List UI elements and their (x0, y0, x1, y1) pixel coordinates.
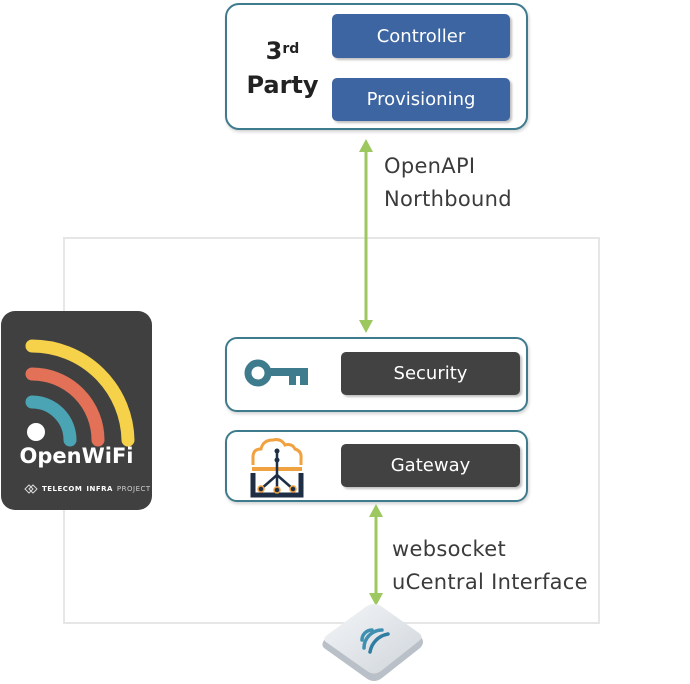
cloud-gateway-icon (250, 438, 304, 498)
gateway-button[interactable]: Gateway (341, 444, 520, 487)
security-button[interactable]: Security (341, 352, 520, 395)
northbound-label: OpenAPI Northbound (384, 150, 512, 216)
third-party-label: 3rd Party (240, 34, 325, 102)
northbound-arrow (359, 139, 373, 333)
access-point-icon (322, 604, 423, 681)
northbound-line2: Northbound (384, 187, 512, 211)
southbound-line1: websocket (392, 537, 507, 561)
southbound-line2: uCentral Interface (392, 570, 588, 594)
third-party-word: Party (246, 71, 319, 99)
tip-logo-icon (24, 484, 38, 494)
openwifi-name: OpenWiFi (19, 444, 134, 468)
southbound-arrow (369, 504, 383, 606)
third-party-suffix: rd (282, 41, 300, 57)
wifi-signal-icon (25, 339, 135, 447)
tip-word2: INFRA (86, 485, 113, 493)
key-icon (244, 359, 308, 387)
tip-word3: PROJECT (116, 485, 151, 493)
tip-word1: TELECOM (42, 485, 83, 493)
southbound-label: websocket uCentral Interface (392, 533, 588, 599)
controller-button[interactable]: Controller (332, 14, 510, 58)
tip-brand: TELECOM INFRA PROJECT (24, 484, 151, 494)
provisioning-button[interactable]: Provisioning (332, 78, 510, 121)
third-party-number: 3 (265, 37, 283, 65)
northbound-line1: OpenAPI (384, 154, 476, 178)
